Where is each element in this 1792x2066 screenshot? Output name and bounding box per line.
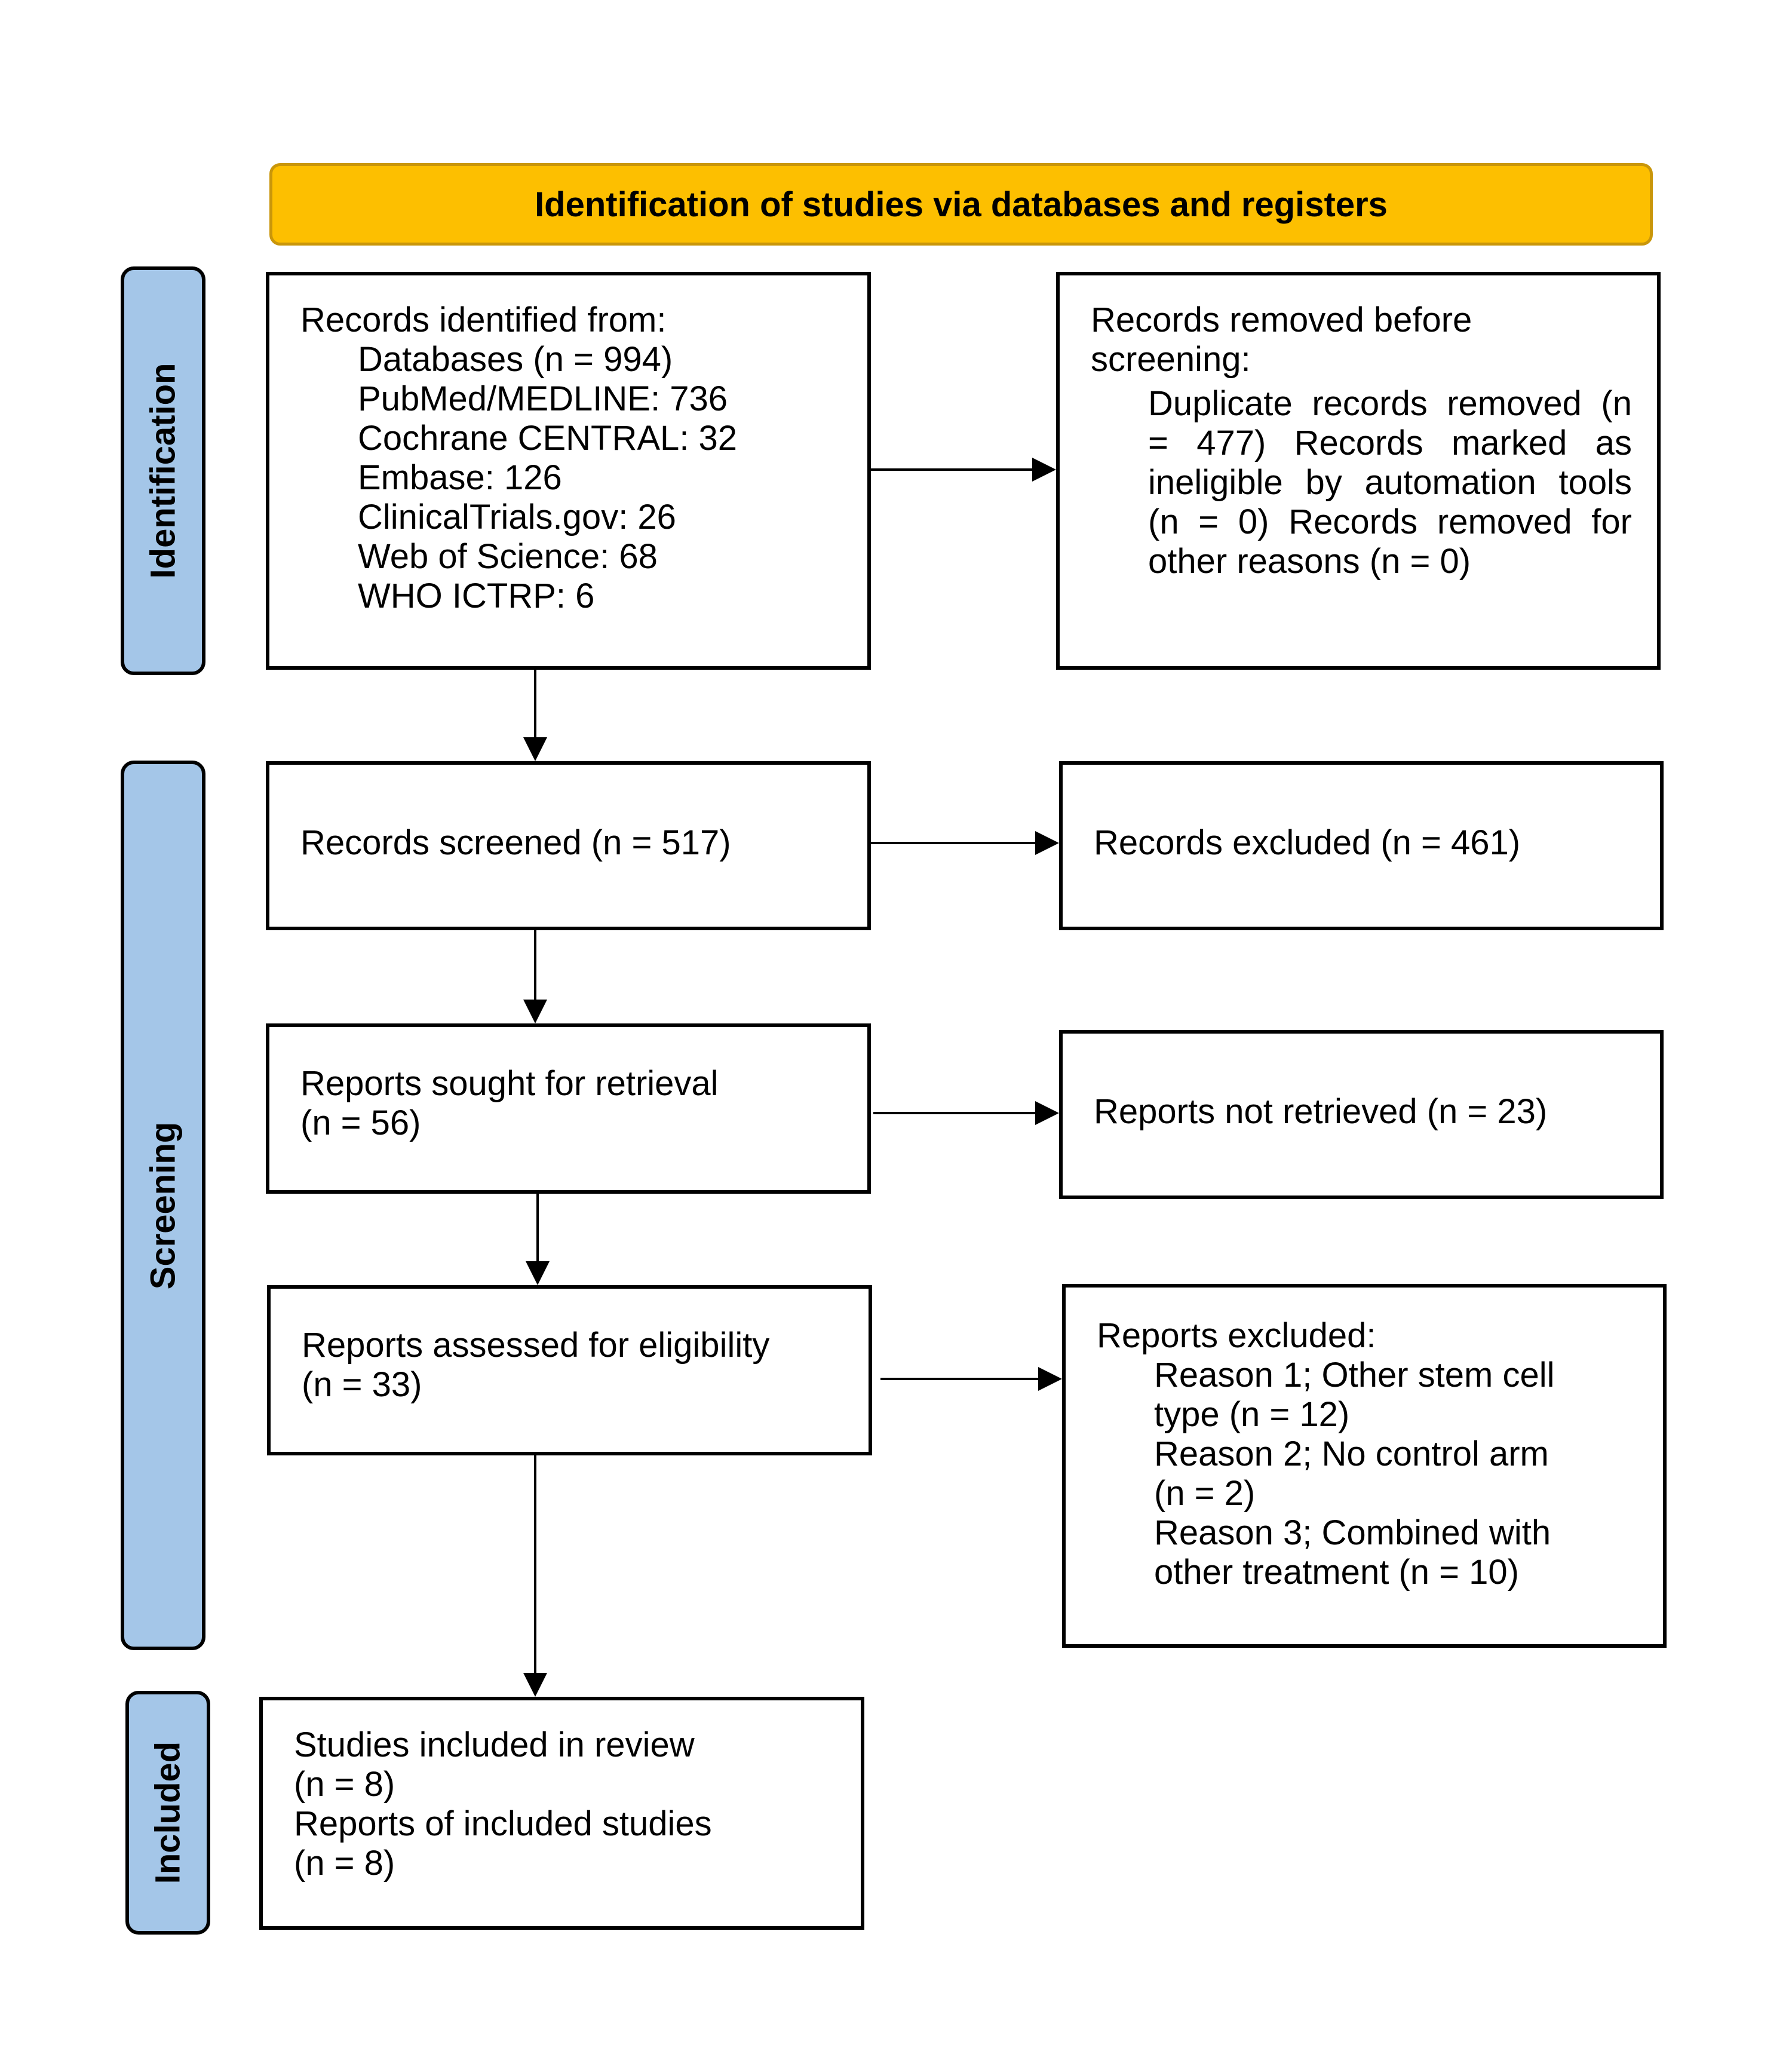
header-title: Identification of studies via databases … xyxy=(535,185,1388,224)
source-item: WHO ICTRP: 6 xyxy=(358,577,595,615)
phase-screening: Screening xyxy=(121,761,205,1650)
records-screened-box: Records screened (n = 517) xyxy=(266,761,871,930)
reports-included-count: (n = 8) xyxy=(294,1844,395,1883)
header-banner: Identification of studies via databases … xyxy=(269,163,1653,246)
studies-included-box: Studies included in review (n = 8) Repor… xyxy=(259,1697,864,1930)
reports-excluded-box: Reports excluded: Reason 1; Other stem c… xyxy=(1062,1284,1667,1648)
source-item: Databases (n = 994) xyxy=(358,340,673,379)
records-removed-detail: Duplicate records removed (n = 477) Reco… xyxy=(1148,384,1632,581)
studies-included-text: Studies included in review xyxy=(294,1725,695,1764)
reports-assessed-count: (n = 33) xyxy=(302,1365,422,1404)
source-item: PubMed/MEDLINE: 736 xyxy=(358,379,728,418)
exclusion-reason-line: other treatment (n = 10) xyxy=(1154,1553,1519,1592)
source-item: Web of Science: 68 xyxy=(358,537,658,576)
reports-sought-box: Reports sought for retrieval (n = 56) xyxy=(266,1023,871,1194)
reports-included-text: Reports of included studies xyxy=(294,1804,712,1843)
studies-included-count: (n = 8) xyxy=(294,1765,395,1804)
records-screened-text: Records screened (n = 517) xyxy=(300,823,731,862)
reports-excluded-heading: Reports excluded: xyxy=(1097,1316,1376,1355)
reports-assessed-box: Reports assessed for eligibility (n = 33… xyxy=(267,1285,872,1455)
records-excluded-box: Records excluded (n = 461) xyxy=(1059,761,1664,930)
exclusion-reason-line: type (n = 12) xyxy=(1154,1395,1350,1434)
exclusion-reason-line: (n = 2) xyxy=(1154,1474,1256,1513)
reports-sought-count: (n = 56) xyxy=(300,1103,421,1142)
source-item: Embase: 126 xyxy=(358,458,562,497)
reports-assessed-text: Reports assessed for eligibility xyxy=(302,1326,770,1365)
exclusion-reason-line: Reason 1; Other stem cell xyxy=(1154,1356,1555,1394)
reports-not-retrieved-text: Reports not retrieved (n = 23) xyxy=(1094,1092,1548,1131)
exclusion-reason-line: Reason 3; Combined with xyxy=(1154,1513,1551,1552)
exclusion-reason-line: Reason 2; No control arm xyxy=(1154,1434,1549,1473)
records-identified-heading: Records identified from: xyxy=(300,301,667,339)
records-removed-box: Records removed before screening: Duplic… xyxy=(1056,272,1661,670)
records-excluded-text: Records excluded (n = 461) xyxy=(1094,823,1521,862)
reports-not-retrieved-box: Reports not retrieved (n = 23) xyxy=(1059,1030,1664,1199)
records-identified-box: Records identified from: Databases (n = … xyxy=(266,272,871,670)
phase-identification: Identification xyxy=(121,266,205,675)
source-item: Cochrane CENTRAL: 32 xyxy=(358,419,738,458)
records-removed-heading: Records removed before screening: xyxy=(1091,301,1472,379)
reports-sought-text: Reports sought for retrieval xyxy=(300,1064,719,1103)
phase-included: Included xyxy=(125,1691,210,1935)
source-item: ClinicalTrials.gov: 26 xyxy=(358,498,676,537)
